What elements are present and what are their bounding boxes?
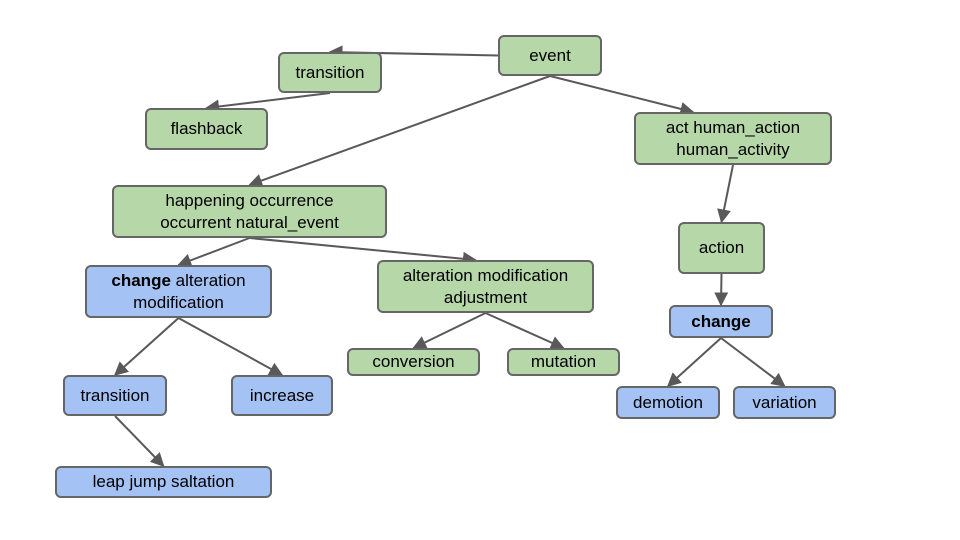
node-alteration-modification-label-line2: adjustment: [443, 287, 528, 307]
node-leap-jump-saltation: leap jump saltation: [55, 466, 272, 498]
node-increase-label: increase: [249, 385, 315, 405]
node-transition-label: transition: [295, 62, 365, 82]
node-change-alteration-label-line2: modification: [133, 292, 224, 312]
node-transition-blue-label: transition: [80, 385, 150, 405]
node-mutation-label: mutation: [530, 352, 597, 371]
edge-change-alteration-to-transition-blue: [113, 317, 180, 376]
edge-change-alteration-to-increase: [178, 317, 284, 376]
node-transition-blue: transition: [63, 375, 167, 416]
edge-transition-blue-to-leap: [114, 415, 165, 468]
edge-happening-to-alteration-modification: [249, 237, 477, 266]
node-demotion-label: demotion: [633, 392, 703, 412]
node-happening-occurrence-label-line2: occurrent natural_event: [160, 212, 339, 232]
node-alteration-modification: alteration modification adjustment: [377, 260, 594, 313]
node-happening-occurrence: happening occurrence occurrent natural_e…: [112, 185, 387, 238]
node-action: action: [678, 222, 765, 274]
node-change: change: [669, 305, 773, 338]
node-conversion-label: conversion: [372, 352, 455, 371]
node-flashback-label: flashback: [170, 119, 243, 138]
node-change-alteration-label-bold: change: [111, 270, 171, 290]
edge-change-to-variation: [720, 337, 786, 387]
node-demotion: demotion: [616, 386, 720, 419]
node-transition: transition: [278, 52, 382, 93]
edge-action-to-change: [714, 273, 729, 307]
edge-event-to-act: [549, 75, 695, 116]
node-variation: variation: [733, 386, 836, 419]
node-leap-jump-saltation-label: leap jump saltation: [92, 472, 235, 491]
node-change-alteration-label-line1: change alteration: [111, 270, 245, 292]
node-act-human-action-label-line1: act human_action: [665, 117, 801, 137]
edge-alteration-modification-to-mutation: [485, 312, 565, 350]
node-alteration-modification-label-line1: alteration modification: [402, 265, 569, 285]
node-mutation: mutation: [507, 348, 620, 376]
node-act-human-action-label-line2: human_activity: [676, 139, 790, 159]
node-increase: increase: [231, 375, 333, 416]
node-act-human-action: act human_action human_activity: [634, 112, 832, 165]
edge-happening-to-change-alteration: [177, 237, 250, 268]
node-change-label: change: [691, 311, 751, 331]
node-conversion: conversion: [347, 348, 480, 376]
edge-transition-green-to-flashback: [205, 92, 331, 114]
edge-alteration-modification-to-conversion: [412, 312, 486, 349]
edge-event-to-happening: [248, 75, 551, 188]
edge-change-to-demotion: [666, 337, 722, 387]
edge-act-to-action: [717, 164, 734, 224]
node-happening-occurrence-label-line1: happening occurrence: [165, 190, 334, 210]
node-change-alteration: change alteration modification: [85, 265, 272, 318]
node-event: event: [498, 35, 602, 76]
node-event-label: event: [529, 45, 571, 65]
node-variation-label: variation: [752, 392, 817, 412]
node-change-alteration-label-rest: alteration: [170, 270, 246, 290]
node-flashback: flashback: [145, 108, 268, 150]
node-action-label: action: [698, 238, 745, 257]
